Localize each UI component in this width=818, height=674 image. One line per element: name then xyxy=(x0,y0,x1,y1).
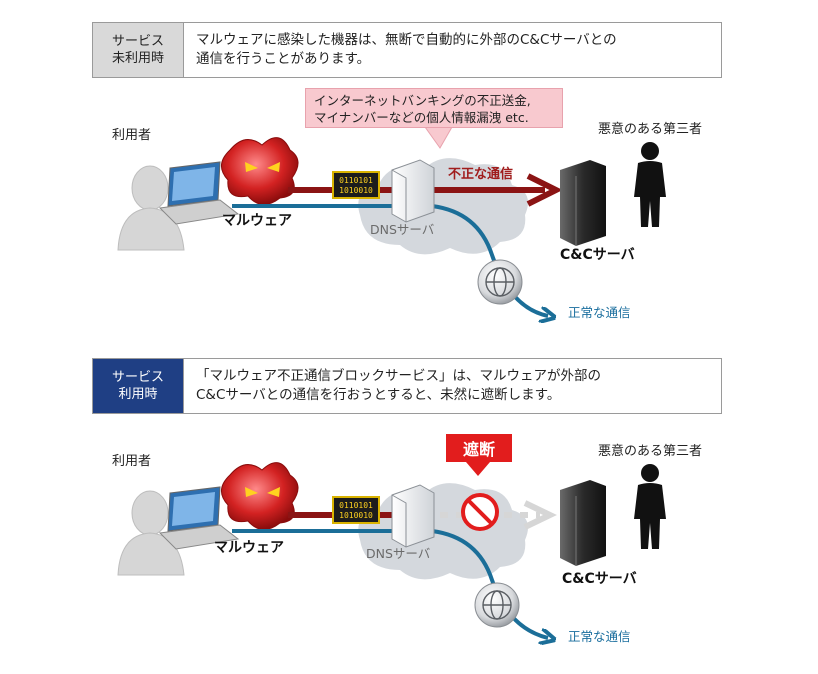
dns-server-label: DNSサーバ xyxy=(370,222,435,237)
malware-label: マルウェア xyxy=(214,540,284,556)
malware-icon xyxy=(221,462,299,530)
malicious-person-icon xyxy=(634,464,666,549)
internet-globe-icon xyxy=(477,259,523,305)
user-label: 利用者 xyxy=(112,454,152,469)
svg-text:1010010: 1010010 xyxy=(339,186,373,195)
dns-server-icon xyxy=(391,484,435,548)
top-panel-description: マルウェアに感染した機器は、無断で自動的に外部のC&Cサーバとの 通信を行うこと… xyxy=(196,32,617,67)
cc-server-label: C&Cサーバ xyxy=(562,571,637,587)
normal-communication-label: 正常な通信 xyxy=(568,305,631,320)
normal-communication-arrow xyxy=(431,204,548,316)
malware-icon xyxy=(221,137,299,205)
dns-server-icon xyxy=(391,159,435,223)
top-panel-header: サービス 未利用時 マルウェアに感染した機器は、無断で自動的に外部のC&Cサーバ… xyxy=(92,22,722,78)
block-pointer-icon xyxy=(466,462,490,476)
data-packet-icon: 0110101 1010010 xyxy=(332,496,380,524)
block-badge: 遮断 xyxy=(446,434,512,462)
third-party-label: 悪意のある第三者 xyxy=(598,444,703,459)
user-label: 利用者 xyxy=(112,128,152,143)
top-diagram: 0110101 1010010 xyxy=(117,126,666,316)
laptop-icon xyxy=(158,486,240,550)
dns-server-label: DNSサーバ xyxy=(366,546,431,561)
illegal-communication-label: 不正な通信 xyxy=(448,167,514,182)
svg-text:1010010: 1010010 xyxy=(339,511,373,520)
normal-communication-arrow xyxy=(431,529,548,638)
data-packet-icon: 0110101 1010010 xyxy=(332,171,380,199)
prohibited-sign-icon xyxy=(461,493,499,531)
damage-callout: インターネットバンキングの不正送金, マイナンバーなどの個人情報漏洩 etc. xyxy=(305,88,563,128)
status-tag-not-used: サービス 未利用時 xyxy=(93,23,184,77)
svg-text:0110101: 0110101 xyxy=(339,501,373,510)
cc-server-label: C&Cサーバ xyxy=(560,247,635,263)
user-silhouette-icon xyxy=(117,490,185,576)
user-silhouette-icon xyxy=(117,165,185,251)
bottom-panel-header: サービス 利用時 「マルウェア不正通信ブロックサービス」は、マルウェアが外部の … xyxy=(92,358,722,414)
svg-text:0110101: 0110101 xyxy=(339,176,373,185)
cc-server-icon xyxy=(560,480,606,566)
bottom-panel-description: 「マルウェア不正通信ブロックサービス」は、マルウェアが外部の C&Cサーバとの通… xyxy=(196,368,601,403)
cc-server-icon xyxy=(560,160,606,246)
malware-label: マルウェア xyxy=(222,213,292,229)
laptop-icon xyxy=(158,161,240,225)
malicious-person-icon xyxy=(634,142,666,227)
normal-communication-label: 正常な通信 xyxy=(568,629,631,644)
internet-globe-icon xyxy=(474,582,520,628)
callout-pointer xyxy=(424,126,453,149)
bottom-diagram: 0110101 1010010 xyxy=(117,462,666,638)
status-tag-in-use: サービス 利用時 xyxy=(93,359,184,413)
third-party-label: 悪意のある第三者 xyxy=(598,122,703,137)
